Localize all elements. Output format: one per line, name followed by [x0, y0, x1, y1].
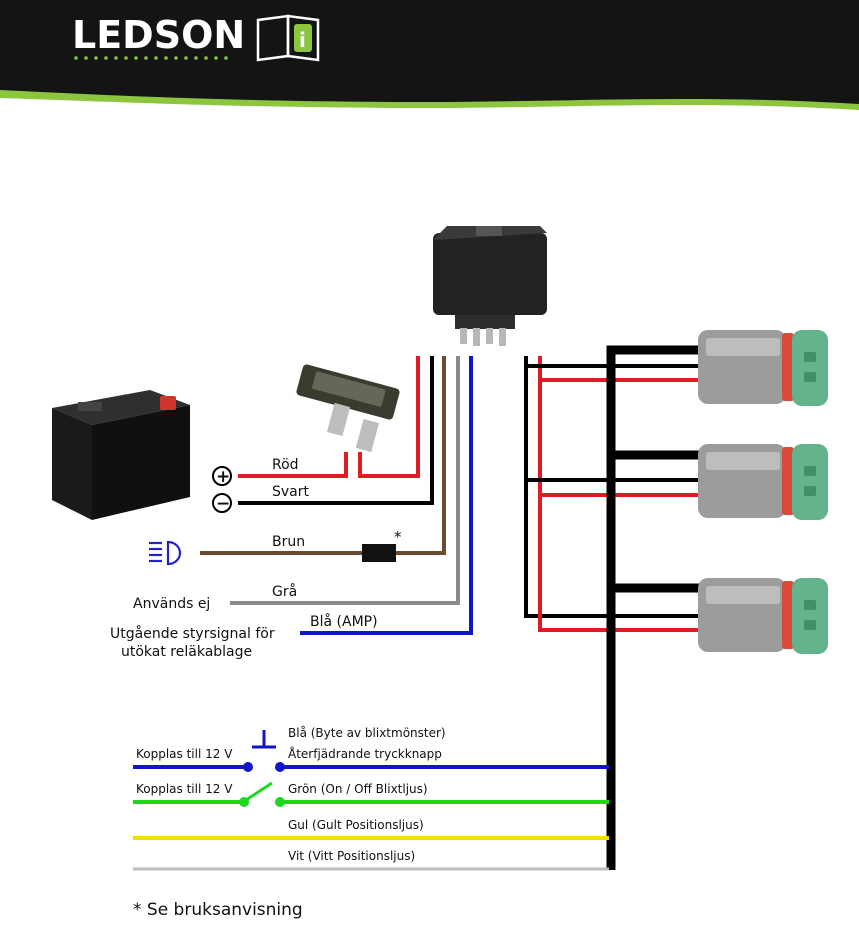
label-gra: Grå [272, 583, 297, 600]
wire-black [238, 356, 434, 505]
label-gul: Gul (Gult Positionsljus) [288, 818, 424, 832]
svg-text:+: + [216, 467, 230, 487]
connector-2 [698, 444, 828, 520]
label-aterfjadrande: Återfjädrande tryckknapp [288, 746, 442, 761]
svg-text:i: i [299, 28, 306, 52]
label-svart: Svart [272, 484, 310, 500]
footnote: * Se bruksanvisning [133, 900, 303, 920]
minus-terminal-icon: − [212, 493, 232, 514]
label-anvands-ej: Används ej [133, 596, 210, 612]
wire-red-relay [358, 356, 420, 478]
brand-logo: LEDSON [72, 13, 245, 57]
label-kopplas-1: Kopplas till 12 V [136, 747, 233, 761]
header-accent-line [0, 90, 859, 110]
inline-fuse-holder [362, 544, 396, 562]
headlight-icon [149, 540, 182, 566]
label-vit: Vit (Vitt Positionsljus) [288, 849, 415, 863]
toggle-switch-icon [239, 781, 285, 807]
relay-wires [200, 356, 473, 635]
book-info-icon: i [256, 14, 320, 62]
connector-3 [698, 578, 828, 654]
logo-dots [74, 56, 228, 60]
push-button-icon [243, 730, 285, 772]
svg-text:−: − [216, 494, 230, 514]
plus-terminal-icon: + [212, 466, 232, 487]
blade-fuse [296, 364, 400, 453]
wire-grey [230, 356, 460, 605]
label-bla-amp: Blå (AMP) [310, 613, 378, 630]
connector-1 [698, 330, 828, 406]
control-wires [133, 765, 609, 871]
wire-red-battery [238, 452, 348, 478]
label-bla-byte: Blå (Byte av blixtmönster) [288, 726, 446, 740]
battery [52, 390, 190, 520]
header-banner: LEDSON i [0, 0, 859, 110]
harness-trunk [606, 345, 705, 870]
header-background [0, 0, 859, 106]
wire-blue-amp [300, 356, 473, 635]
relay [433, 226, 547, 346]
label-kopplas-2: Kopplas till 12 V [136, 782, 233, 796]
label-fuse-star: * [394, 528, 402, 546]
wire-brown [200, 356, 446, 555]
label-utgaende-1: Utgående styrsignal för [110, 625, 275, 642]
harness-wires [524, 356, 705, 632]
label-rod: Röd [272, 457, 299, 473]
label-brun: Brun [272, 534, 305, 550]
label-utgaende-2: utökat reläkablage [121, 644, 252, 660]
label-gron: Grön (On / Off Blixtljus) [288, 782, 428, 796]
